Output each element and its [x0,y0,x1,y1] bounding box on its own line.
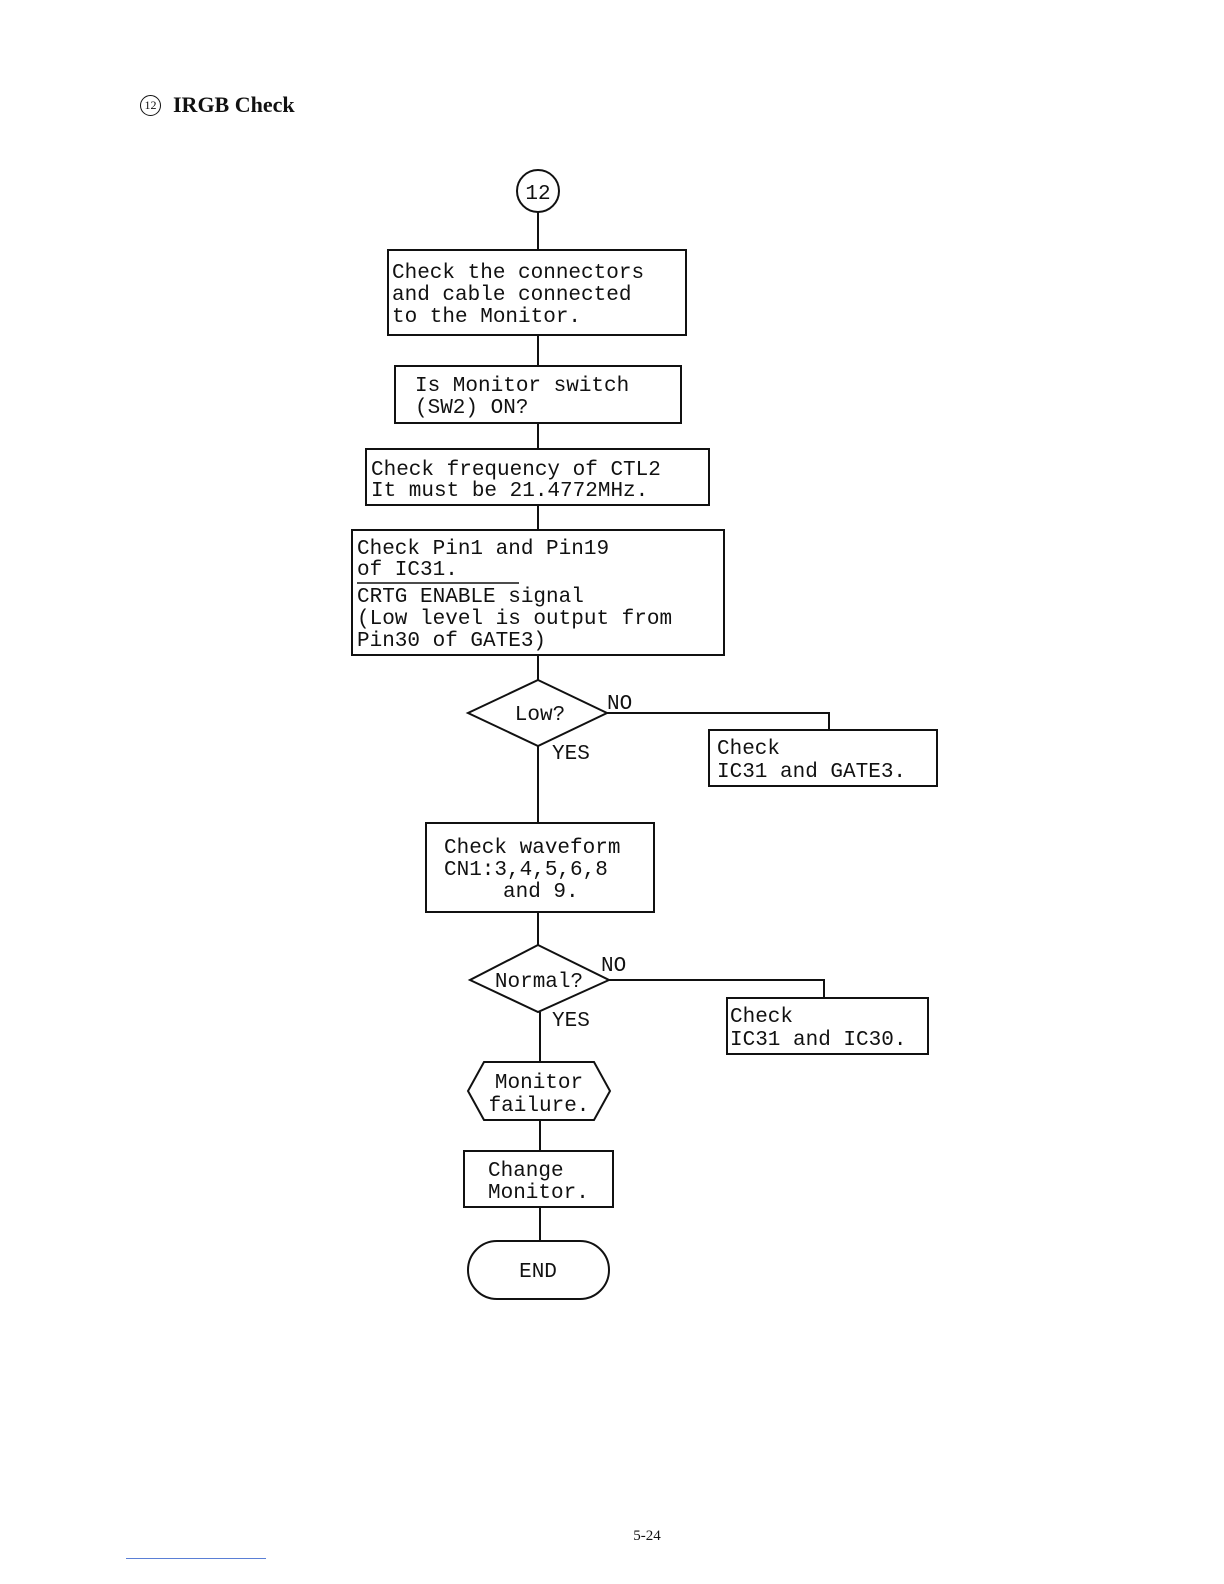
step3-rect [365,448,710,506]
page-number: 5-24 [633,1528,661,1544]
result-hexagon [466,1061,612,1121]
start-label: 12 [525,183,550,206]
step1-line1: Check the connectors [392,262,644,285]
action-line2: Monitor. [488,1182,589,1205]
step1-line2: and cable connected [392,284,631,307]
decision1-no-line2: IC31 and GATE3. [717,761,906,784]
step5-line3: and 9. [503,881,579,904]
section-title: 12 IRGB Check [140,92,295,118]
decision1-no-box: Check IC31 and GATE3. [708,729,938,787]
decision1-yes-label: YES [552,743,590,766]
result-box: Monitor failure. [466,1061,612,1121]
step5-line1: Check waveform [444,837,620,860]
step5-rect [425,822,655,913]
step3-box: Check frequency of CTL2 It must be 21.47… [365,448,710,506]
decision1-no-rect [708,729,938,787]
step4-line5: Pin30 of GATE3) [357,630,546,653]
decision1: Low? NO YES [465,678,632,766]
section-number-badge: 12 [140,94,161,116]
step2-line2: (SW2) ON? [415,397,528,420]
action-rect [463,1150,614,1208]
decision2: Normal? NO YES [467,943,626,1033]
decision1-no-line1: Check [717,738,780,761]
footer-rule [126,1558,266,1559]
page-footer: 5-24 [0,1528,1224,1545]
step2-line1: Is Monitor switch [415,375,629,398]
step4-line2: of IC31. [357,559,458,582]
decision2-label: Normal? [495,971,583,994]
end-label: END [519,1261,557,1284]
result-line2: failure. [489,1095,590,1118]
step2-box: Is Monitor switch (SW2) ON? [394,365,682,424]
decision2-no-box: Check IC31 and IC30. [726,997,929,1055]
decision2-no-label: NO [601,955,626,978]
decision1-diamond [465,678,610,748]
step4-line1: Check Pin1 and Pin19 [357,538,609,561]
start-connector: 12 [516,169,560,213]
step4-line3: CRTG ENABLE signal [357,586,584,609]
step1-rect [387,249,687,336]
step3-line2: It must be 21.4772MHz. [371,480,648,503]
start-circle [516,169,560,213]
step5-line2: CN1:3,4,5,6,8 [444,859,608,882]
end-shape [467,1240,610,1300]
step2-rect [394,365,682,424]
action-box: Change Monitor. [463,1150,614,1208]
step5-box: Check waveform CN1:3,4,5,6,8 and 9. [425,822,655,913]
result-line1: Monitor [495,1072,583,1095]
end-terminal: END [467,1240,610,1300]
step4-rect [351,529,725,656]
action-line1: Change [488,1160,564,1183]
step3-line1: Check frequency of CTL2 [371,459,661,482]
decision2-no-line1: Check [730,1006,793,1029]
connector-decision1-no [607,712,830,730]
decision2-diamond [467,943,612,1014]
step1-box: Check the connectors and cable connected… [387,249,687,336]
decision1-no-label: NO [607,693,632,716]
step4-line4: (Low level is output from [357,608,672,631]
decision2-no-line2: IC31 and IC30. [730,1029,906,1052]
decision1-label: Low? [515,704,565,727]
step1-line3: to the Monitor. [392,306,581,329]
step4-box: Check Pin1 and Pin19 of IC31. CRTG ENABL… [351,529,725,656]
connector-decision2-no [609,979,825,998]
connectors [537,212,830,1241]
section-title-text: IRGB Check [173,92,295,117]
decision2-yes-label: YES [552,1010,590,1033]
decision2-no-rect [726,997,929,1055]
